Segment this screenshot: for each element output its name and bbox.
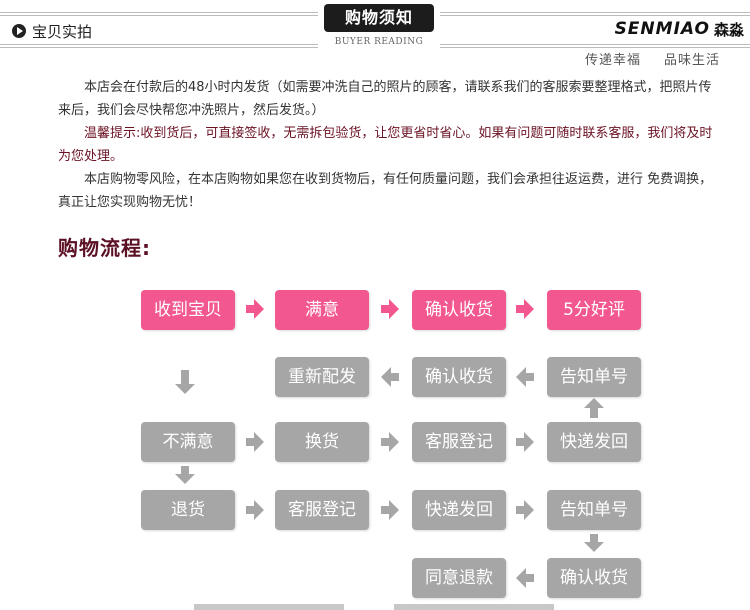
arrow-shaft	[246, 305, 254, 313]
arrow-shaft	[590, 408, 598, 418]
arrow-shaft	[516, 506, 524, 514]
nav-photos-link[interactable]: 宝贝实拍	[12, 21, 101, 41]
section-subtitle: BUYER READING	[334, 37, 424, 47]
step-notify-tracking: 告知单号	[547, 357, 641, 397]
arrow-right-icon	[254, 299, 264, 319]
arrow-right-icon	[524, 299, 534, 319]
step-satisfied: 满意	[275, 290, 369, 330]
arrow-right-icon	[524, 500, 534, 520]
arrow-shaft	[381, 305, 389, 313]
step-confirm-receipt: 确认收货	[412, 290, 506, 330]
header-bar: 宝贝实拍 购物须知 BUYER READING SENMIAO 森淼	[0, 0, 750, 50]
arrow-down-icon	[175, 474, 195, 484]
step-notify-tracking-2: 告知单号	[547, 490, 641, 530]
arrow-right-icon	[389, 299, 399, 319]
section-title-block: 购物须知 BUYER READING	[318, 0, 440, 50]
arrow-shaft	[246, 506, 254, 514]
arrow-left-icon	[381, 367, 391, 387]
notice-shipping: 本店会在付款后的48小时内发货（如需要冲洗自己的照片的顾客，请联系我们的客服索要…	[58, 80, 712, 118]
arrow-shaft	[516, 438, 524, 446]
brand-name-cn: 森淼	[713, 20, 744, 39]
step-agree-refund: 同意退款	[412, 558, 506, 598]
step-received: 收到宝贝	[141, 290, 235, 330]
step-service-register-2: 客服登记	[275, 490, 369, 530]
arrow-shaft	[246, 438, 254, 446]
arrow-shaft	[181, 466, 189, 474]
play-circle-icon	[12, 24, 26, 38]
arrow-right-icon	[389, 500, 399, 520]
arrow-shaft	[590, 534, 598, 542]
step-service-register: 客服登记	[412, 422, 506, 462]
arrow-shaft	[526, 373, 534, 381]
arrow-left-icon	[516, 568, 526, 588]
arrow-right-icon	[524, 432, 534, 452]
section-title: 购物须知	[324, 4, 434, 32]
flow-title: 购物流程:	[58, 236, 151, 260]
divider	[394, 604, 554, 610]
arrow-shaft	[381, 438, 389, 446]
brand-logo: SENMIAO 森淼	[606, 18, 744, 40]
slogan-left: 传递幸福	[585, 53, 642, 68]
step-ship-back-2: 快递发回	[412, 490, 506, 530]
nav-label: 宝贝实拍	[32, 22, 93, 41]
step-confirm-receipt-2: 确认收货	[412, 357, 506, 397]
notice-text: 本店会在付款后的48小时内发货（如需要冲洗自己的照片的顾客，请联系我们的客服索要…	[58, 76, 714, 214]
slogan-right: 品味生活	[664, 53, 721, 68]
arrow-shaft	[526, 574, 534, 582]
step-five-star-review: 5分好评	[547, 290, 641, 330]
arrow-right-icon	[254, 500, 264, 520]
divider	[194, 604, 344, 610]
brand-name-en: SENMIAO	[614, 19, 710, 39]
arrow-shaft	[381, 506, 389, 514]
arrow-down-icon	[175, 384, 195, 394]
step-reship: 重新配发	[275, 357, 369, 397]
step-exchange: 换货	[275, 422, 369, 462]
step-not-satisfied: 不满意	[141, 422, 235, 462]
arrow-shaft	[516, 305, 524, 313]
step-return: 退货	[141, 490, 235, 530]
arrow-right-icon	[389, 432, 399, 452]
arrow-down-icon	[584, 542, 604, 552]
step-confirm-receipt-3: 确认收货	[547, 558, 641, 598]
notice-guarantee: 本店购物零风险，在本店购物如果您在收到货物后，有任何质量问题，我们会承担往返运费…	[58, 172, 713, 210]
step-ship-back: 快递发回	[547, 422, 641, 462]
arrow-up-icon	[584, 398, 604, 408]
arrow-shaft	[181, 370, 189, 384]
notice-tip: 温馨提示:收到货后，可直接签收，无需拆包验货，让您更省时省心。如果有问题可随时联…	[58, 126, 713, 164]
arrow-right-icon	[254, 432, 264, 452]
arrow-left-icon	[516, 367, 526, 387]
arrow-shaft	[391, 373, 399, 381]
